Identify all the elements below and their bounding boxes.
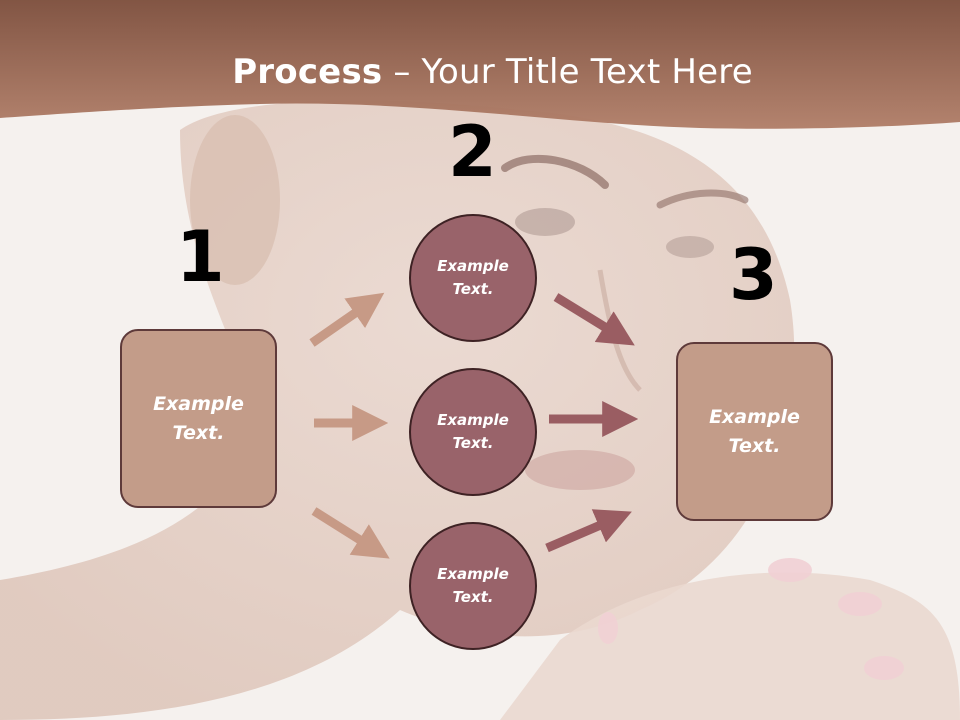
arrow-icon [545,509,632,553]
arrow-icon [311,507,390,559]
slide-title: Process – Your Title Text Here [0,52,960,92]
process-circle-top-label: Example Text. [437,257,509,298]
step-number-2: 2 [448,111,497,193]
arrow-icon [309,292,385,347]
process-circle-bottom: Example Text. [409,522,537,650]
process-box-left-label: Example Text. [153,392,244,444]
step-number-1: 1 [176,216,225,298]
process-box-right-label: Example Text. [709,405,800,457]
process-circle-middle-label: Example Text. [437,411,509,452]
process-circle-middle: Example Text. [409,368,537,496]
arrow-icon [553,293,635,346]
process-box-left: Example Text. [120,329,277,508]
step-number-3: 3 [729,234,778,316]
title-rest: – Your Title Text Here [382,52,753,92]
title-bold: Process [232,52,383,92]
process-box-right: Example Text. [676,342,833,521]
process-circle-top: Example Text. [409,214,537,342]
process-circle-bottom-label: Example Text. [437,565,509,606]
